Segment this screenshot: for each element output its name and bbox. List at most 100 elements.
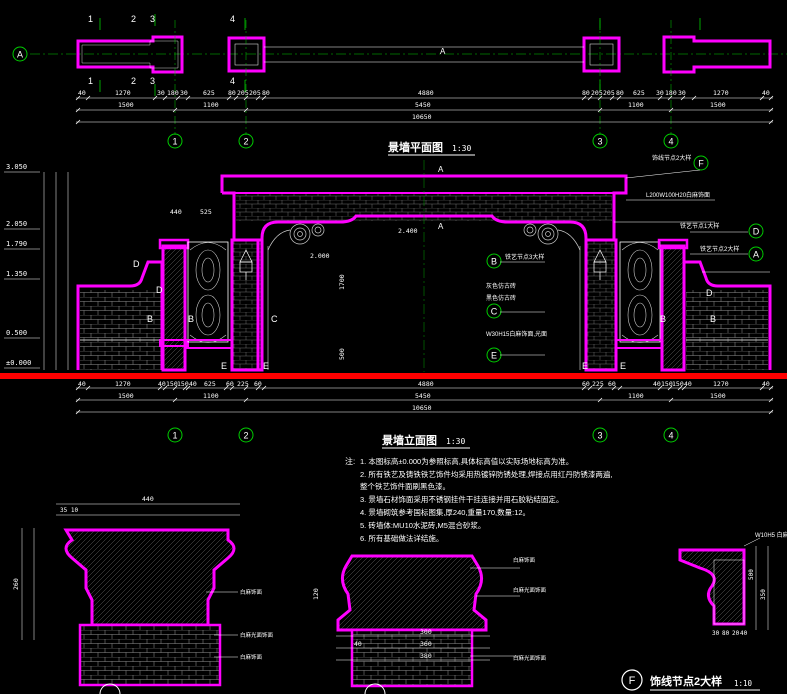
plan-dim-205c: 205 [591, 89, 603, 97]
dim-tick [255, 95, 261, 101]
level-3050: 3.050 [6, 163, 27, 171]
dim-tick [255, 385, 261, 391]
plan-section-2b: 2 [131, 76, 136, 86]
right-iron-panel [619, 241, 661, 343]
elev-dim-1270-r: 1270 [713, 380, 729, 388]
plan-section-1a: 1 [88, 14, 93, 24]
note-6: 6. 所有基础做法详结施。 [360, 533, 443, 543]
detail-base-2: 白麻饰面 白麻光面饰面 白麻光面饰面 300 360 380 40 120 [312, 554, 547, 688]
d1-note-1: 白麻饰面 [240, 588, 263, 596]
plan-wall-left [76, 35, 184, 74]
elev-dim-225a: 225 [237, 380, 249, 388]
plan-axis-1-label: 1 [172, 137, 177, 147]
df-dim-40: 40 [740, 630, 748, 637]
callout-f-bubble [693, 155, 709, 171]
dim-1700: 1700 [338, 274, 346, 290]
dim-tick [172, 397, 178, 403]
dim-2400: 2.400 [398, 227, 418, 235]
d2-profile [336, 554, 488, 632]
callout-f-label: F [698, 159, 704, 169]
dim-tick [657, 385, 663, 391]
callout-e-label: E [491, 351, 497, 361]
plan-dim2-1500-r: 1500 [710, 101, 726, 109]
elevation-view: 3.050 2.050 1.790 1.350 0.500 ±0.000 [0, 154, 787, 449]
note-1: 1. 本图标高±0.000为参照标高,具体标高值以实际场地标高为准。 [360, 456, 573, 466]
marker-b-left2: B [188, 314, 194, 324]
plan-pier-3 [582, 36, 621, 73]
callout-c-bubble [486, 303, 502, 319]
dim-tick [667, 385, 673, 391]
note-3: 3. 景墙石材饰面采用不锈钢挂件干挂连接并用石胶粘结固定。 [360, 494, 563, 504]
elev-dim-1270-l: 1270 [115, 380, 131, 388]
dim-tick [691, 95, 697, 101]
dim-tick [261, 95, 267, 101]
marker-d-right: D [706, 288, 713, 298]
right-brick-wall [686, 290, 768, 370]
level-0000: ±0.000 [6, 359, 31, 367]
elev-dim-225b: 225 [592, 380, 604, 388]
lamp-pier-right [584, 238, 618, 372]
dim-tick [768, 385, 774, 391]
df-marker-label: F [629, 675, 636, 687]
marker-e-right: E [582, 361, 588, 371]
elev-dim-40c: 40 [653, 380, 661, 388]
plan-axis-4-label: 4 [668, 137, 673, 147]
dim-2000: 2.000 [310, 252, 330, 260]
d2-note-2: 白麻光面饰面 [513, 586, 547, 594]
dim-tick [581, 95, 587, 101]
elev-axis-1-bubble [167, 427, 183, 443]
callout-a-label: A [753, 250, 759, 260]
elev-dim-40a: 40 [158, 380, 166, 388]
elev-dim-625-l: 625 [204, 380, 216, 388]
lamp-right [593, 249, 607, 280]
elev-dim-40d: 40 [684, 380, 692, 388]
elev-axis-1-label: 1 [172, 431, 177, 441]
plan-dim-205a: 205 [237, 89, 249, 97]
dim-tick [243, 397, 249, 403]
callout-text-5: 铁艺节点3大样 [505, 253, 544, 261]
marker-e-left: E [221, 361, 227, 371]
dim-tick [182, 385, 188, 391]
ground-line [0, 373, 787, 379]
callout-b-bubble [486, 253, 502, 269]
marker-b-right: B [660, 314, 666, 324]
plan-dim-1270-r: 1270 [713, 89, 729, 97]
note-2b: 整个铁艺饰件面刷黑色漆。 [360, 481, 450, 491]
marker-e-right2: E [620, 361, 626, 371]
elev-axis-3-bubble [592, 427, 608, 443]
elev-dim2-5450: 5450 [415, 392, 431, 400]
plan-dim-180b: 180 [665, 89, 677, 97]
elev-dim-40-l: 40 [78, 380, 86, 388]
dim-tick [162, 385, 168, 391]
arch-scroll-left [267, 223, 325, 251]
plan-section-3b: 3 [150, 76, 155, 86]
plan-dim-30d: 30 [678, 89, 686, 97]
plan-dim-625-l: 625 [203, 89, 215, 97]
detail-f-title: 饰线节点2大样 [650, 674, 722, 688]
elev-dim2-1500-l: 1500 [118, 392, 134, 400]
elev-dim-40b: 40 [189, 380, 197, 388]
plan-axis-1-bubble [167, 133, 183, 149]
df-dim-500: 500 [748, 569, 755, 580]
dim-tick [185, 385, 191, 391]
arch-scroll-right [523, 223, 581, 251]
plan-scale: 1:30 [452, 144, 471, 153]
dim-tick [75, 119, 81, 125]
right-pilaster [660, 244, 686, 372]
detail-bubble-1 [99, 683, 121, 694]
dim-tick [609, 95, 615, 101]
plan-section-2a: 2 [131, 14, 136, 24]
d2-dim-300: 300 [420, 628, 432, 636]
callout-text-7: 灰色仿古砖 [486, 282, 516, 290]
left-pilaster [161, 244, 187, 372]
df-dim-80: 80 [722, 630, 730, 637]
dim-tick [597, 385, 603, 391]
dim-tick [162, 95, 168, 101]
elev-dim-60d: 60 [608, 380, 616, 388]
plan-dim-80d: 80 [616, 89, 624, 97]
dim-tick [597, 95, 603, 101]
elev-dim2-1100-l: 1100 [203, 392, 219, 400]
dim-tick [611, 385, 617, 391]
plan-dim2-1100-r: 1100 [628, 101, 644, 109]
